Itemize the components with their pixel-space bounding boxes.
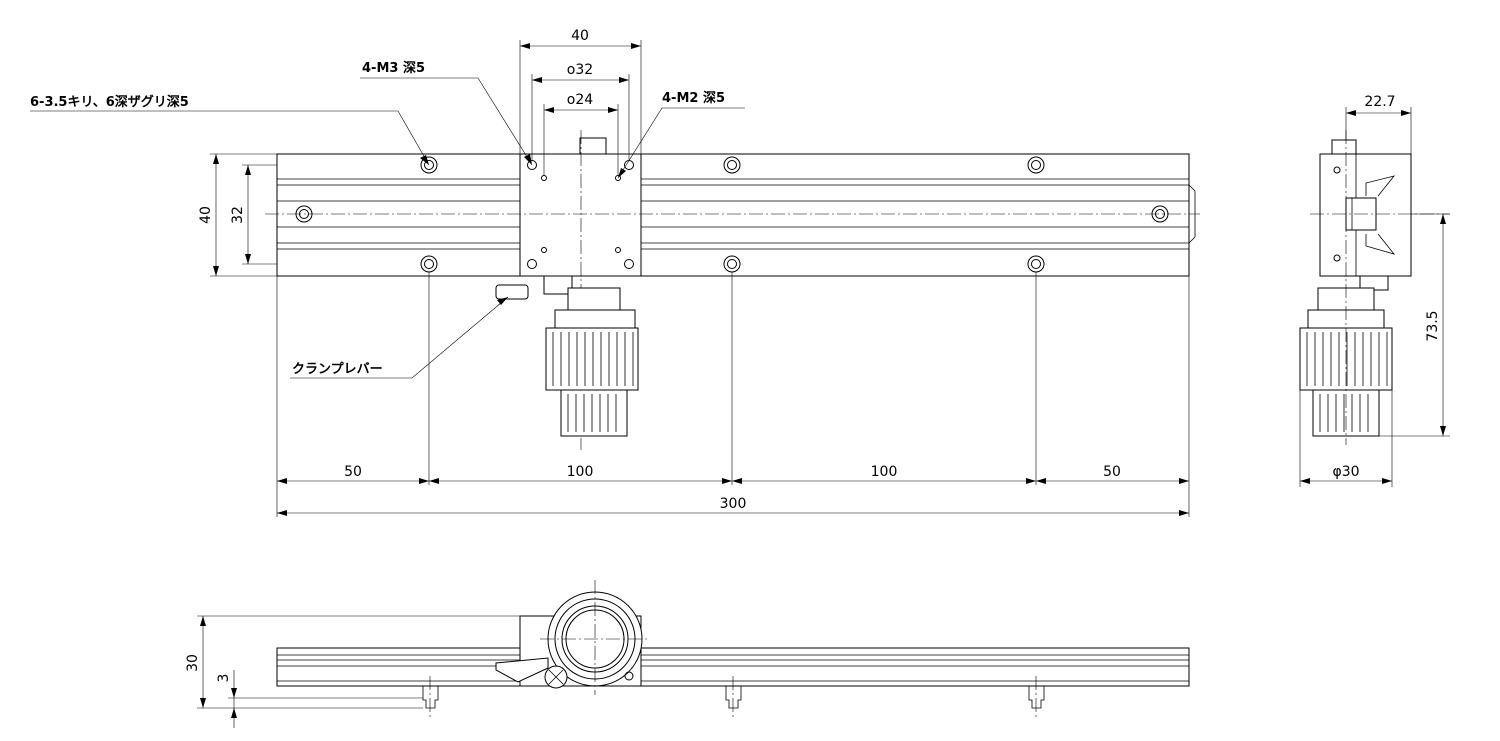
knob-knurling xyxy=(552,332,634,386)
callout-mount-holes: 6-3.5キリ、6深ザグリ深5 xyxy=(30,94,189,110)
dim-side-height: 73.5 xyxy=(1425,310,1441,341)
dim-span-mid2: 100 xyxy=(871,464,898,480)
callout-m2-holes: 4-M2 深5 xyxy=(662,90,725,106)
dim-span-mid1: 100 xyxy=(567,464,594,480)
side-knob-knurling xyxy=(1306,332,1388,386)
dim-rail-inner-height: 32 xyxy=(230,206,246,224)
dim-carriage-width: 40 xyxy=(571,28,589,44)
dim-span-right: 50 xyxy=(1103,464,1121,480)
lock-nut xyxy=(543,275,573,295)
clamp-lever xyxy=(495,284,529,300)
dim-total-length: 300 xyxy=(720,496,747,512)
dim-span-left: 50 xyxy=(344,464,362,480)
knob-collar xyxy=(567,287,621,311)
rail-body xyxy=(276,153,1190,277)
m2-holes xyxy=(541,175,621,253)
side-thimble-knurling xyxy=(1319,394,1369,432)
carriage-top-tab xyxy=(579,137,607,155)
thimble-knurling xyxy=(567,394,617,432)
dim-rail-height: 40 xyxy=(198,206,214,224)
side-tab xyxy=(1331,139,1357,155)
dim-side-offset: 22.7 xyxy=(1364,94,1395,110)
callout-m3-holes: 4-M3 深5 xyxy=(362,60,425,76)
knob-ring xyxy=(554,309,636,329)
front-lever xyxy=(495,657,549,683)
top-view: 50 100 100 50 300 40 o32 o24 xyxy=(30,28,1200,517)
dim-front-height: 30 xyxy=(185,654,201,672)
counterbore-holes xyxy=(420,156,1045,273)
dim-knob-diameter: φ30 xyxy=(1332,464,1359,480)
dim-base-thickness: 3 xyxy=(216,674,232,683)
front-view: 30 3 xyxy=(185,580,1190,728)
dim-hole-pitch-outer: o32 xyxy=(567,62,593,78)
front-counterbores xyxy=(422,686,1045,709)
callout-clamp-lever: クランプレバー xyxy=(292,362,383,377)
side-view: 22.7 73.5 φ30 xyxy=(1299,94,1450,487)
thimble xyxy=(560,389,628,437)
micrometer-knob xyxy=(545,327,639,391)
dim-hole-pitch-inner: o24 xyxy=(567,92,593,108)
